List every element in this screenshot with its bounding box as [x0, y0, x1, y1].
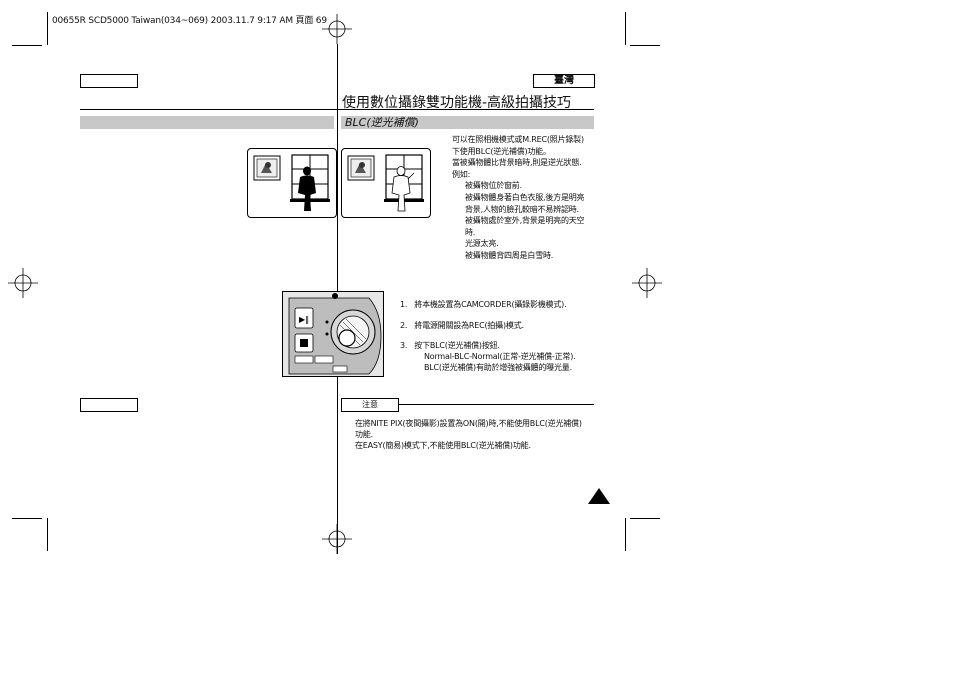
section-title: BLC(逆光補償) — [341, 116, 594, 129]
camcorder-button-image: ▶‖ — [282, 291, 384, 377]
intro-line: 下使用BLC(逆光補償)功能。 — [452, 146, 551, 156]
triangle-up-icon — [588, 488, 610, 504]
crop-mark — [630, 45, 660, 46]
step-number: 1. — [400, 300, 408, 309]
crop-mark — [12, 45, 42, 46]
crop-mark — [625, 12, 626, 45]
note-rule — [399, 404, 594, 405]
step-3: 3. 按下BLC(逆光補償)按鈕. Normal-BLC-Normal(正常-逆… — [400, 340, 576, 373]
backlit-example-image — [247, 148, 337, 218]
example-line: 被攝物處於室外,背景是明亮的天空 — [465, 216, 585, 226]
example-line: 背景,人物的臉孔較暗不易辨認時. — [465, 204, 579, 214]
intro-line: 可以在照相機模式或M.REC(照片錄製) — [452, 135, 584, 144]
step-1: 1. 將本機設置為CAMCORDER(攝錄影機模式). — [400, 299, 567, 310]
crop-mark — [625, 518, 626, 551]
crop-mark — [47, 12, 48, 45]
note-box-left — [80, 398, 138, 412]
crosshair-circle-icon — [632, 268, 662, 298]
section-bar-left — [80, 116, 334, 129]
step-text: 將電源開關設為REC(拍攝)模式. — [414, 321, 524, 330]
step-sub: Normal-BLC-Normal(正常-逆光補償-正常). — [424, 352, 576, 361]
example-line: 被攝物體身著白色衣服,後方是明亮 — [465, 192, 585, 202]
step-number: 2. — [400, 321, 408, 330]
intro-line: 當被攝物體比背景暗時,則是逆光狀態. — [452, 158, 582, 168]
example-line: 時. — [465, 227, 476, 237]
title-rule — [80, 109, 594, 110]
language-tab: 臺灣 — [533, 74, 595, 88]
example-line: 光源太亮. — [465, 239, 499, 249]
note-line: 功能. — [355, 430, 373, 439]
page-title: 使用數位攝錄雙功能機-高級拍攝技巧 — [342, 95, 572, 111]
crosshair-circle-icon — [322, 14, 352, 44]
crop-mark — [630, 518, 660, 519]
blc-example-image — [341, 148, 431, 218]
crosshair-circle-icon — [8, 268, 38, 298]
svg-text:▶‖: ▶‖ — [299, 315, 309, 324]
notes: 在將NITE PIX(夜間攝影)設置為ON(開)時,不能使用BLC(逆光補償) … — [355, 418, 582, 451]
crop-mark — [12, 518, 42, 519]
step-number: 3. — [400, 341, 408, 350]
note-line: 在EASY(簡易)模式下,不能使用BLC(逆光補償)功能. — [355, 441, 531, 450]
print-header: 00655R SCD5000 Taiwan(034~069) 2003.11.7… — [52, 16, 327, 26]
crosshair-circle-icon — [322, 524, 352, 554]
step-2: 2. 將電源開關設為REC(拍攝)模式. — [400, 320, 524, 331]
step-text: 將本機設置為CAMCORDER(攝錄影機模式). — [414, 300, 567, 309]
intro-line: 例如: — [452, 169, 471, 179]
step-text: 按下BLC(逆光補償)按鈕. — [414, 341, 500, 350]
language-tab-left — [80, 74, 138, 88]
step-sub: BLC(逆光補償)有助於增強被攝體的曝光量. — [424, 363, 572, 372]
note-label: 注意 — [341, 398, 399, 412]
example-line: 被攝物體背四周是白雪時. — [465, 250, 554, 260]
intro-text: 可以在照相機模式或M.REC(照片錄製) 下使用BLC(逆光補償)功能。 當被攝… — [452, 134, 585, 262]
note-line: 在將NITE PIX(夜間攝影)設置為ON(開)時,不能使用BLC(逆光補償) — [355, 419, 582, 428]
crop-mark — [47, 518, 48, 551]
example-line: 被攝物位於窗前. — [465, 181, 522, 191]
